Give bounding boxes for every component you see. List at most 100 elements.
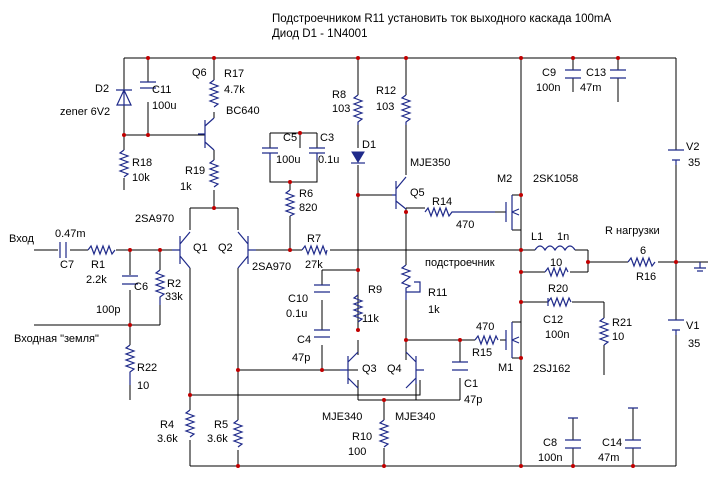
- label-c5-value: 100u: [276, 154, 300, 166]
- c9-c13-wire: [572, 58, 619, 102]
- label-r20-ref: R20: [548, 283, 568, 295]
- capacitor-c5: [262, 147, 278, 160]
- label-m2-ref: M2: [497, 173, 512, 185]
- junction-dot: [404, 338, 408, 342]
- transistor-q5: [392, 176, 407, 210]
- label-r16-value: 6: [640, 245, 646, 257]
- label-v2-ref: V2: [686, 141, 699, 153]
- label-r2-value: 33k: [165, 291, 183, 303]
- label-c6-value: 100p: [96, 304, 120, 316]
- label-r7-value: 27k: [305, 259, 323, 271]
- label-c1-ref: C1: [464, 378, 478, 390]
- label-r15-value: 470: [476, 321, 494, 333]
- junction-dot: [236, 464, 240, 468]
- label-r4-value: 3.6k: [157, 433, 178, 445]
- resistor-r20: [547, 296, 572, 308]
- capacitor-c7: [59, 242, 67, 258]
- resistor-r2: [154, 269, 166, 305]
- label-r12-value: 103: [376, 101, 394, 113]
- label-c8-ref: C8: [543, 437, 557, 449]
- label-c6-ref: C6: [134, 281, 148, 293]
- label-r6-value: 820: [299, 202, 317, 214]
- junction-dot: [128, 323, 132, 327]
- label-c12-ref: C12: [543, 314, 563, 326]
- label-d2-value: zener 6V2: [60, 106, 110, 118]
- label-r4-ref: R4: [160, 419, 174, 431]
- junction-dot: [298, 131, 302, 135]
- junction-dot: [320, 368, 324, 372]
- label-v1-value: 35: [688, 338, 700, 350]
- label-c4-ref: C4: [297, 334, 311, 346]
- junction-dot: [356, 328, 360, 332]
- capacitor-c8: [565, 417, 581, 449]
- transistor-q6: [198, 117, 215, 151]
- transistor-q4: [405, 351, 424, 389]
- capacitor-c3: [309, 147, 325, 160]
- label-r5-ref: R5: [214, 419, 228, 431]
- inductor-l1: [534, 245, 576, 252]
- label-r21-value: 10: [612, 331, 624, 343]
- junction-dot: [212, 206, 216, 210]
- label-c1-value: 47p: [464, 394, 482, 406]
- junction-dot: [356, 56, 360, 60]
- junction-dot: [288, 248, 292, 252]
- resistor-r15: [474, 334, 499, 346]
- capacitor-c4: [314, 329, 330, 338]
- resistor-r4: [184, 409, 196, 438]
- label-r14-value: 470: [456, 219, 474, 231]
- label-d1-ref: D1: [362, 139, 376, 151]
- label-v2-value: 35: [688, 157, 700, 169]
- label-c3-ref: C3: [320, 132, 334, 144]
- junction-dot: [519, 248, 523, 252]
- wires: [34, 57, 708, 467]
- label-r17-ref: R17: [224, 68, 244, 80]
- junction-dot: [519, 464, 523, 468]
- label-r21-ref: R21: [612, 317, 632, 329]
- load-ground-icon: [694, 262, 706, 272]
- label-r14-ref: R14: [432, 196, 452, 208]
- label-r1-value: 2.2k: [86, 274, 107, 286]
- label-c7-ref: C7: [60, 259, 74, 271]
- label-q4-ref: Q4: [387, 363, 402, 375]
- label-q1-value: 2SA970: [135, 213, 174, 225]
- capacitor-c6: [122, 275, 138, 285]
- junction-dot: [146, 56, 150, 60]
- junction-dot: [519, 193, 523, 197]
- label-r11-ref: R11: [428, 287, 447, 299]
- junction-dot: [356, 193, 360, 197]
- label-q1-ref: Q1: [193, 242, 208, 254]
- c5-c3-r6-wire: [269, 132, 318, 250]
- junction-dot: [288, 180, 292, 184]
- capacitor-c1: [452, 361, 468, 371]
- label-r22-ref: R22: [137, 362, 157, 374]
- resistor-r10: [378, 419, 390, 448]
- label-r22-value: 10: [137, 380, 149, 392]
- label-r9-value: 11k: [362, 313, 379, 325]
- label-r18-value: 10k: [132, 172, 150, 184]
- junction-dot: [616, 56, 620, 60]
- label-r16-ref: R16: [636, 271, 656, 283]
- label-c13-ref: C13: [586, 67, 606, 79]
- resistor-r16: [627, 256, 656, 268]
- c10-c4-wire: [300, 269, 358, 371]
- junction-dot: [586, 260, 590, 264]
- capacitor-c13: [610, 69, 626, 79]
- diff-load-wire: [190, 369, 421, 396]
- label-r5-value: 3.6k: [207, 433, 228, 445]
- label-r19-ref: R19: [185, 165, 205, 177]
- label-c14-value: 47m: [598, 452, 619, 464]
- capacitor-c9: [565, 69, 581, 79]
- junction-dot: [188, 393, 192, 397]
- label-c8-value: 100n: [538, 452, 562, 464]
- junction-dot: [128, 248, 132, 252]
- transistor-q3: [340, 351, 359, 389]
- input-ground-wire: [34, 250, 161, 400]
- label-q5-ref: Q5: [410, 187, 425, 199]
- junction-dot: [146, 133, 150, 137]
- zobel-wire: [521, 301, 605, 375]
- resistor-r18: [118, 149, 130, 178]
- resistor-r12: [400, 94, 412, 125]
- battery-v2: [668, 149, 684, 165]
